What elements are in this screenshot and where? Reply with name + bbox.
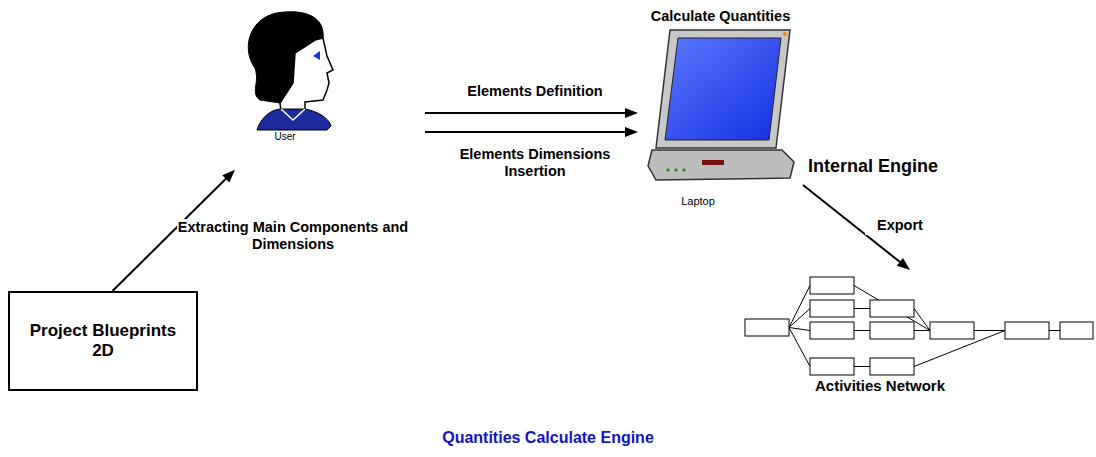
arrow-head xyxy=(625,127,638,137)
laptop-node: Calculate QuantitiesLaptop xyxy=(638,8,803,208)
network-node: Activities Network xyxy=(740,270,1095,395)
edge-label: Export xyxy=(865,217,935,234)
arrow-connector xyxy=(425,127,638,137)
arrow-line xyxy=(425,112,628,114)
edge-label: Extracting Main Components and Dimension… xyxy=(177,219,409,254)
node-heading: Calculate Quantities xyxy=(651,8,790,25)
arrow-line xyxy=(425,131,628,133)
figure-caption: Laptop xyxy=(638,195,758,208)
figure-caption: User xyxy=(235,131,335,143)
engine-label: Internal Engine xyxy=(808,156,938,178)
arrow-head xyxy=(222,170,235,183)
edge-label: Elements Dimensions Insertion xyxy=(446,146,624,181)
diagram-caption: Quantities Calculate Engine xyxy=(0,428,1096,447)
arrow-head xyxy=(897,258,910,270)
edge-label: Elements Definition xyxy=(435,83,635,100)
blueprint-box: Project Blueprints 2D xyxy=(8,291,198,391)
arrow-head xyxy=(625,108,638,118)
user-node: User xyxy=(235,8,425,173)
box-title: Project Blueprints 2D xyxy=(23,321,183,362)
node-heading: Activities Network xyxy=(740,377,1020,395)
arrow-connector xyxy=(425,108,638,118)
